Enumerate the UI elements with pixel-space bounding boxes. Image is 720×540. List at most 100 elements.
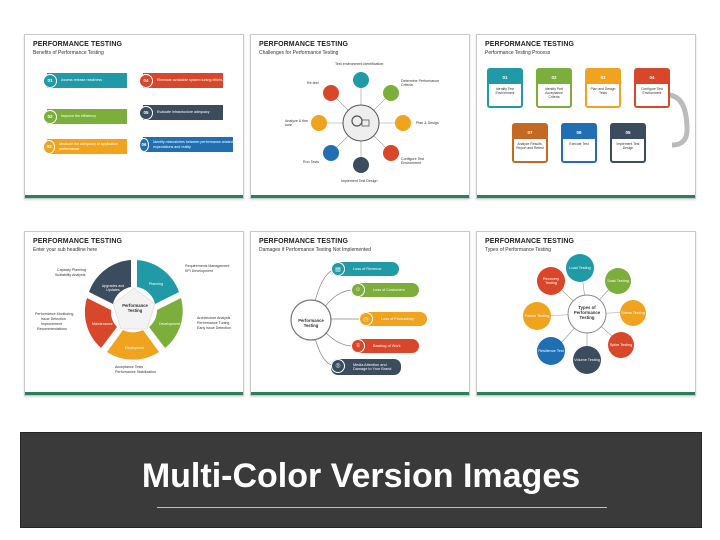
challenge-label: Re-test	[307, 81, 319, 85]
benefit-item: 05 Evaluate infrastructure adequacy	[139, 105, 223, 120]
benefit-text: Identify mismatches between performance-…	[153, 140, 233, 149]
slide-bottom-bar	[251, 195, 469, 198]
benefit-item: 03 Measure the adequacy of application p…	[43, 139, 127, 154]
slide-challenges[interactable]: PERFORMANCE TESTING Challenges for Perfo…	[250, 34, 470, 199]
process-step: 04 Configure Test Environment	[634, 68, 670, 108]
benefit-item: 04 Eliminate avoidable system tuning eff…	[139, 73, 223, 88]
process-step: 06 Execute Test	[561, 123, 597, 163]
challenge-label: Implement Test Design	[341, 179, 378, 183]
step-text: Analyze Results, Report and Retest	[516, 142, 544, 151]
type-circle: Resilience Test	[537, 337, 565, 365]
segment-label: Maintenance	[92, 322, 113, 326]
step-text: Identify Test Environment	[495, 87, 515, 96]
type-circle: Recovery Testing	[537, 267, 565, 295]
benefit-item: 06 Identify mismatches between performan…	[139, 137, 233, 152]
slide-bottom-bar	[477, 392, 695, 395]
wheel-segment	[137, 260, 179, 304]
segment-label: Planning	[149, 282, 163, 286]
wheel-segment	[107, 330, 159, 360]
type-circle: Soak Testing	[605, 268, 631, 294]
damage-item: ☺ Loss of Customers	[351, 283, 419, 297]
center-pentagon	[112, 287, 156, 330]
step-number: 04	[636, 70, 668, 84]
type-circle: Load Testing	[566, 254, 594, 282]
damage-text: Loss of Customers	[373, 288, 405, 292]
chart-icon: ▤	[331, 262, 345, 276]
damage-text: Loss of Revenue	[353, 267, 382, 271]
process-connector	[666, 92, 690, 148]
slide-benefits[interactable]: PERFORMANCE TESTING Benefits of Performa…	[24, 34, 244, 199]
note-text: Capacity Planning	[57, 268, 86, 272]
segment-label: Upgrades and Updates	[101, 284, 125, 293]
benefit-number: 06	[139, 137, 150, 152]
challenge-label: Configure Test Environment	[401, 157, 425, 166]
slide-subtitle: Enter your sub headline here	[33, 247, 98, 253]
step-number: 01	[489, 70, 521, 84]
note-text: Architecture Analysis	[197, 316, 231, 320]
slide-types[interactable]: PERFORMANCE TESTING Types of Performance…	[476, 231, 696, 396]
type-circle: Spike Testing	[608, 332, 634, 358]
segment-label: Development	[159, 322, 181, 326]
slide-subtitle: Damages if Performance Testing Not Imple…	[259, 247, 371, 253]
note-text: Scalability Analysis	[55, 273, 86, 277]
note-text: Requirements Management	[185, 264, 230, 268]
challenge-label: Test environment identification	[335, 62, 384, 66]
slide-title: PERFORMANCE TESTING	[259, 41, 349, 48]
step-text: Identify Perf Acceptance Criteria	[544, 87, 564, 100]
center-circle	[290, 299, 332, 341]
challenge-node	[383, 145, 399, 161]
challenge-node	[323, 85, 339, 101]
challenge-label: Analyze & fine tune	[285, 119, 308, 128]
center-label: Performance Testing	[122, 303, 148, 314]
damage-text: Media Attention and Damage to Your Brand	[353, 362, 392, 371]
step-text: Execute Test	[569, 142, 589, 146]
segment-label: Deployment	[125, 346, 145, 350]
slide-bottom-bar	[251, 392, 469, 395]
benefit-item: 01 Assess release readiness	[43, 73, 127, 88]
type-circle: Volume Testing	[573, 346, 601, 374]
challenge-wheel	[311, 72, 411, 173]
note-text: Performance Tuning	[197, 321, 230, 325]
benefit-text: Measure the adequacy of application perf…	[59, 142, 118, 151]
damage-text: Loss of Productivity	[381, 317, 414, 321]
types-connectors	[538, 267, 634, 360]
benefit-number: 02	[43, 109, 57, 124]
step-text: Configure Test Environment	[641, 87, 663, 96]
slide-title: PERFORMANCE TESTING	[485, 41, 575, 48]
challenge-label: Determine Performance Criteria	[401, 79, 440, 88]
footer-divider	[157, 507, 607, 508]
megaphone-icon: ◎	[331, 359, 345, 373]
damage-item: ≡ Backlog of Work	[351, 339, 419, 353]
benefit-text: Evaluate infrastructure adequacy	[157, 110, 210, 115]
slide-damages[interactable]: PERFORMANCE TESTING Damages if Performan…	[250, 231, 470, 396]
center-label: Types of Performance Testing	[573, 305, 601, 321]
slide-process[interactable]: PERFORMANCE TESTING Performance Testing …	[476, 34, 696, 199]
type-circle: Failure Testing	[523, 302, 551, 330]
slide-title: PERFORMANCE TESTING	[259, 238, 349, 245]
type-circle: Stress Testing	[620, 300, 646, 326]
clock-icon: ◷	[359, 312, 373, 326]
slide-title: PERFORMANCE TESTING	[33, 238, 123, 245]
gear-icon	[351, 115, 370, 127]
wheel-segment	[89, 260, 131, 304]
note-text: Early Issue Detection	[197, 326, 231, 330]
note-text: KPI Development	[185, 269, 213, 273]
slide-subtitle: Challenges for Performance Testing	[259, 50, 339, 56]
note-text: Recommendations	[37, 327, 67, 331]
slide-subtitle: Benefits of Performance Testing	[33, 50, 104, 56]
benefit-number: 05	[139, 105, 153, 120]
process-step: 07 Analyze Results, Report and Retest	[512, 123, 548, 163]
step-number: 07	[514, 125, 546, 139]
note-text: Acceptance Tests	[115, 365, 144, 369]
slide-lifecycle[interactable]: PERFORMANCE TESTING Enter your sub headl…	[24, 231, 244, 396]
stack-icon: ≡	[351, 339, 365, 353]
benefit-text: Improve the efficiency	[61, 114, 96, 119]
slide-title: PERFORMANCE TESTING	[485, 238, 575, 245]
people-icon: ☺	[351, 283, 365, 297]
footer-title: Multi-Color Version Images	[141, 457, 581, 495]
slide-subtitle: Performance Testing Process	[485, 50, 551, 56]
slide-bottom-bar	[477, 195, 695, 198]
challenge-node	[311, 115, 327, 131]
step-text: Implement Test Design	[616, 142, 640, 151]
process-step: 05 Implement Test Design	[610, 123, 646, 163]
